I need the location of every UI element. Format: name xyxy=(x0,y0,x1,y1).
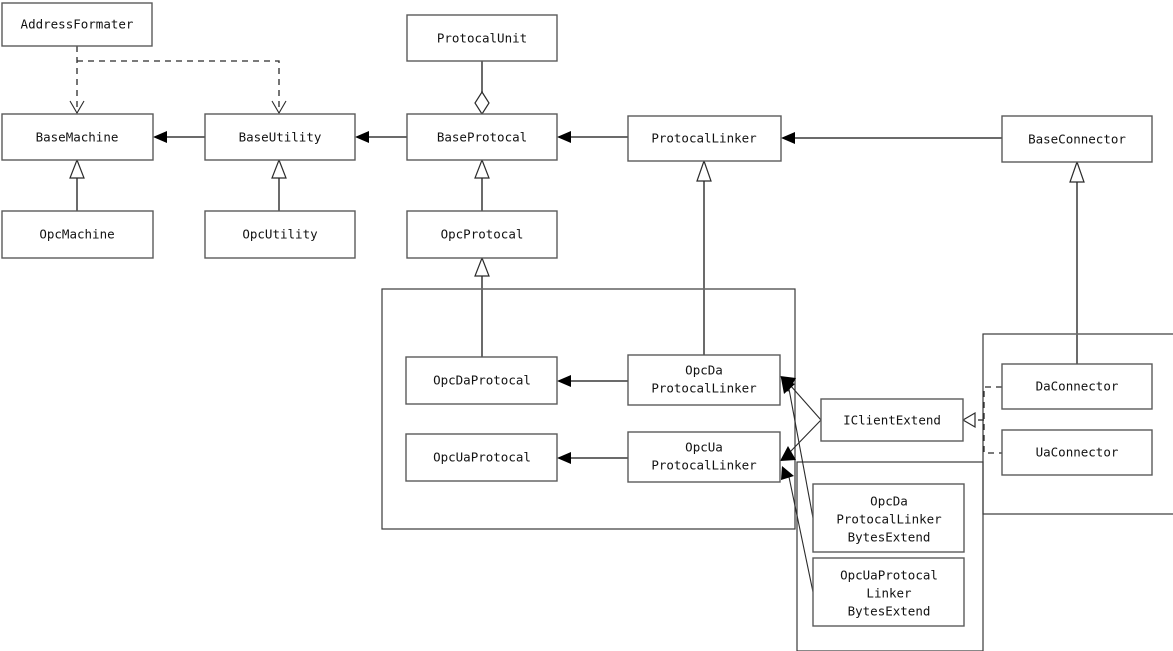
class-label-ua-connector: UaConnector xyxy=(1036,445,1119,460)
edge-ua-bytes-extend-to-opc-ua-linker xyxy=(788,476,814,593)
generalization-triangle-base-connector xyxy=(1069,160,1085,183)
generalization-triangle-opc-protocal xyxy=(474,256,490,277)
class-box-iclient-extend[interactable] xyxy=(820,398,964,442)
realization-triangle-iclient-extend xyxy=(961,411,976,429)
arrowhead-open-base-utility-top xyxy=(271,100,287,115)
group-opc-protocal-group xyxy=(381,288,796,530)
class-label-opc-da-protocal-linker-line2: ProtocalLinker xyxy=(651,381,757,396)
class-node-opc-ua-protocal[interactable]: OpcUaProtocal xyxy=(405,433,558,482)
class-node-base-utility[interactable]: BaseUtility xyxy=(204,113,356,161)
arrowhead-solid-opc-da-linker-b xyxy=(781,378,795,394)
class-box-base-machine[interactable] xyxy=(1,113,154,161)
group-connector-group xyxy=(982,333,1173,515)
class-label-ua-bytes-extend-line1: OpcUaProtocal xyxy=(840,568,938,583)
class-label-iclient-extend: IClientExtend xyxy=(843,413,941,428)
class-label-da-bytes-extend-line1: OpcDa xyxy=(870,494,908,509)
edge-iclient-extend-to-opc-da-linker xyxy=(789,384,822,421)
class-label-base-connector: BaseConnector xyxy=(1028,132,1126,147)
class-node-opc-ua-protocal-linker-bytes-extend[interactable]: OpcUaProtocal Linker BytesExtend xyxy=(812,557,965,627)
generalization-triangle-base-utility xyxy=(271,158,287,179)
class-label-base-machine: BaseMachine xyxy=(36,130,119,145)
class-box-opc-ua-protocal-linker[interactable] xyxy=(627,431,781,483)
arrowhead-solid-opc-ua-linker-a xyxy=(780,446,796,461)
class-label-base-utility: BaseUtility xyxy=(239,130,322,145)
class-node-opc-da-protocal[interactable]: OpcDaProtocal xyxy=(405,356,558,405)
class-box-protocal-unit[interactable] xyxy=(406,14,558,62)
class-label-opc-utility: OpcUtility xyxy=(242,227,318,242)
class-box-opc-da-protocal[interactable] xyxy=(405,356,558,405)
class-label-base-protocal: BaseProtocal xyxy=(437,130,527,145)
class-label-opc-machine: OpcMachine xyxy=(39,227,114,242)
class-node-address-formater[interactable]: AddressFormater xyxy=(1,2,153,47)
group-extend-group xyxy=(796,461,984,651)
class-box-opc-ua-protocal[interactable] xyxy=(405,433,558,482)
edge-iclient-extend-to-opc-ua-linker xyxy=(789,419,822,453)
class-box-opc-da-protocal-linker[interactable] xyxy=(627,354,781,406)
arrowhead-open-base-machine-top xyxy=(69,100,85,115)
group-containers xyxy=(381,288,1173,651)
class-node-base-connector[interactable]: BaseConnector xyxy=(1001,115,1153,163)
generalization-triangle-base-protocal xyxy=(474,158,490,179)
class-label-opc-ua-protocal: OpcUaProtocal xyxy=(433,450,531,465)
class-node-base-protocal[interactable]: BaseProtocal xyxy=(406,113,558,161)
arrowhead-solid-opc-da-protocal-right xyxy=(557,375,571,387)
class-label-address-formater: AddressFormater xyxy=(21,17,134,32)
generalization-triangle-base-machine xyxy=(69,158,85,179)
arrowhead-solid-opc-ua-protocal-right xyxy=(557,452,571,464)
class-node-opc-utility[interactable]: OpcUtility xyxy=(204,210,356,259)
class-node-opc-protocal[interactable]: OpcProtocal xyxy=(406,210,558,259)
class-label-da-bytes-extend-line2: ProtocalLinker xyxy=(836,512,942,527)
class-node-opc-da-protocal-linker[interactable]: OpcDa ProtocalLinker xyxy=(627,354,781,406)
class-label-opc-da-protocal-linker-line1: OpcDa xyxy=(685,363,723,378)
class-node-protocal-unit[interactable]: ProtocalUnit xyxy=(406,14,558,62)
aggregation-diamond-base-protocal xyxy=(474,90,490,116)
class-node-opc-ua-protocal-linker[interactable]: OpcUa ProtocalLinker xyxy=(627,431,781,483)
class-boxes-layer: AddressFormater ProtocalUnit BaseMachine… xyxy=(1,2,1153,627)
class-box-da-connector[interactable] xyxy=(1001,363,1153,410)
class-label-protocal-unit: ProtocalUnit xyxy=(437,31,527,46)
arrowhead-solid-base-utility-right xyxy=(355,131,369,143)
class-node-da-connector[interactable]: DaConnector xyxy=(1001,363,1153,410)
class-label-opc-ua-protocal-linker-line1: OpcUa xyxy=(685,440,723,455)
class-node-opc-machine[interactable]: OpcMachine xyxy=(1,210,154,259)
edge-connectors-to-iclient-extend xyxy=(983,386,1002,454)
class-box-base-protocal[interactable] xyxy=(406,113,558,161)
class-label-ua-bytes-extend-line2: Linker xyxy=(866,586,912,601)
class-box-ua-connector[interactable] xyxy=(1001,429,1153,476)
arrowhead-solid-opc-ua-linker-b xyxy=(781,466,794,480)
arrowhead-solid-base-protocal-right xyxy=(557,131,571,143)
class-node-protocal-linker[interactable]: ProtocalLinker xyxy=(627,115,782,162)
arrowhead-solid-base-machine-right xyxy=(153,131,167,143)
class-node-ua-connector[interactable]: UaConnector xyxy=(1001,429,1153,476)
edge-da-bytes-extend-to-opc-da-linker xyxy=(788,388,814,519)
class-label-protocal-linker: ProtocalLinker xyxy=(651,131,757,146)
arrowhead-solid-protocal-linker-right xyxy=(781,132,795,144)
class-label-opc-ua-protocal-linker-line2: ProtocalLinker xyxy=(651,458,757,473)
class-label-ua-bytes-extend-line3: BytesExtend xyxy=(848,604,931,619)
class-label-da-connector: DaConnector xyxy=(1036,379,1119,394)
generalization-triangle-protocal-linker xyxy=(696,159,712,182)
class-box-opc-protocal[interactable] xyxy=(406,210,558,259)
class-box-opc-ua-protocal-linker-bytes-extend[interactable] xyxy=(812,557,965,627)
class-box-opc-utility[interactable] xyxy=(204,210,356,259)
relations-layer xyxy=(69,46,1085,593)
class-label-opc-protocal: OpcProtocal xyxy=(441,227,524,242)
class-label-da-bytes-extend-line3: BytesExtend xyxy=(848,530,931,545)
class-node-opc-da-protocal-linker-bytes-extend[interactable]: OpcDa ProtocalLinker BytesExtend xyxy=(812,483,965,553)
class-box-address-formater[interactable] xyxy=(1,2,153,47)
class-node-base-machine[interactable]: BaseMachine xyxy=(1,113,154,161)
edge-address-formater-to-base-utility xyxy=(77,60,280,113)
class-box-opc-machine[interactable] xyxy=(1,210,154,259)
class-box-base-connector[interactable] xyxy=(1001,115,1153,163)
class-box-opc-da-protocal-linker-bytes-extend[interactable] xyxy=(812,483,965,553)
class-box-protocal-linker[interactable] xyxy=(627,115,782,162)
class-label-opc-da-protocal: OpcDaProtocal xyxy=(433,373,531,388)
class-box-base-utility[interactable] xyxy=(204,113,356,161)
class-node-iclient-extend[interactable]: IClientExtend xyxy=(820,398,964,442)
